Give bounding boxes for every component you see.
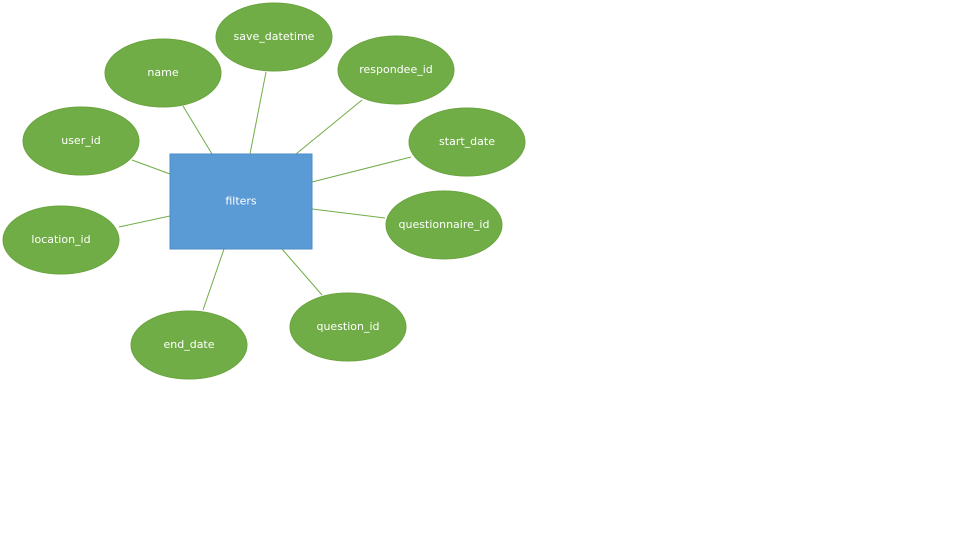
attribute-ellipse [104, 38, 222, 108]
attribute-start-date[interactable]: start_date [408, 107, 526, 177]
connector-respondee-id [295, 99, 363, 155]
attribute-ellipse [408, 107, 526, 177]
connector-question-id [281, 248, 323, 296]
attribute-label: user_id [61, 134, 101, 147]
entity-box [169, 153, 313, 250]
attribute-ellipse [289, 292, 407, 362]
attribute-name[interactable]: name [104, 38, 222, 108]
connector-end-date [202, 248, 225, 311]
entity-filters[interactable]: filters [169, 153, 313, 250]
attribute-ellipse [385, 190, 503, 260]
connector-location-id [118, 215, 171, 228]
attribute-label: location_id [31, 233, 90, 246]
connectors [118, 71, 412, 311]
attribute-label: name [147, 66, 178, 79]
attribute-label: question_id [316, 320, 379, 333]
attribute-ellipse [2, 205, 120, 275]
connector-user-id [131, 159, 171, 175]
attribute-save-datetime[interactable]: save_datetime [215, 2, 333, 72]
connector-save-datetime [249, 71, 267, 155]
attribute-respondee-id[interactable]: respondee_id [337, 35, 455, 105]
connector-name [182, 105, 213, 155]
connector-questionnaire-id [311, 208, 386, 219]
attribute-label: end_date [163, 338, 214, 351]
attribute-label: save_datetime [234, 30, 315, 43]
attribute-ellipse [337, 35, 455, 105]
attribute-label: questionnaire_id [399, 218, 490, 231]
attribute-questionnaire-id[interactable]: questionnaire_id [385, 190, 503, 260]
attribute-label: start_date [439, 135, 495, 148]
entity-label: filters [225, 195, 257, 208]
attribute-end-date[interactable]: end_date [130, 310, 248, 380]
attribute-label: respondee_id [359, 63, 433, 76]
attribute-ellipse [22, 106, 140, 176]
connector-start-date [311, 156, 412, 183]
attribute-ellipse [130, 310, 248, 380]
attribute-question-id[interactable]: question_id [289, 292, 407, 362]
attribute-location-id[interactable]: location_id [2, 205, 120, 275]
attribute-ellipse [215, 2, 333, 72]
attribute-user-id[interactable]: user_id [22, 106, 140, 176]
